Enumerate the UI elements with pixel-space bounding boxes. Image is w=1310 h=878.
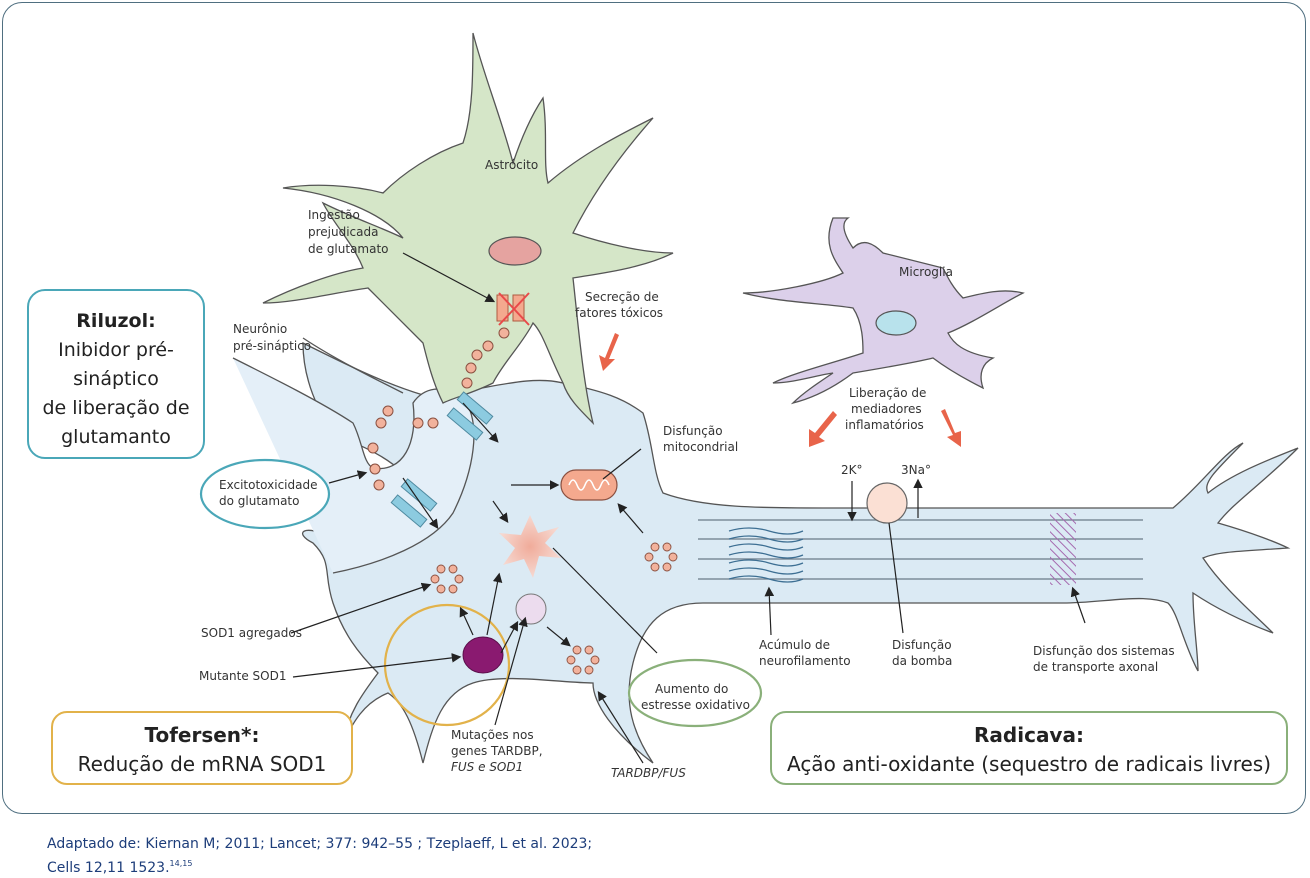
astrocyte: [262, 32, 674, 426]
pointer-arrows: [290, 252, 1086, 764]
gene-mutations-label-1: Mutações nos: [451, 728, 534, 742]
pump-dysfunction-label-1: Disfunção: [892, 638, 952, 652]
therapy-box-radicava: Radicava: Ação anti-oxidante (sequestro …: [770, 711, 1288, 785]
tofersen-target-ring: [383, 603, 511, 727]
microglia-nucleus: [875, 310, 917, 336]
protein-vesicle: [515, 593, 547, 625]
mutant-sod1-label: Mutante SOD1: [199, 669, 286, 683]
leader-lines: [552, 448, 904, 654]
sod1-aggregates-label: SOD1 agregados: [201, 626, 302, 640]
als-pathophysiology-diagram: Astrócito Microglia Neurônio pré-sinápti…: [199, 32, 1299, 780]
therapy-box-riluzol: Riluzol: Inibidor pré- sináptico de libe…: [27, 289, 205, 459]
tardbp-fus-label: TARDBP/FUS: [611, 766, 686, 780]
gene-mutations-label-2: genes TARDBP,: [451, 744, 543, 758]
presynaptic-label-1: Neurônio: [233, 322, 287, 336]
axonal-transport-label-2: de transporte axonal: [1033, 660, 1158, 674]
pump-dysfunction-label-2: da bomba: [892, 654, 952, 668]
riluzol-title: Riluzol:: [76, 310, 156, 332]
astrocyte-label: Astrócito: [485, 158, 538, 172]
secretion-arrow-icon: [599, 333, 619, 371]
impaired-uptake-label-3: de glutamato: [308, 242, 389, 256]
sod1-aggregate-clusters: [430, 542, 678, 675]
inflammatory-arrow-right-icon: [941, 409, 961, 447]
neurofilament-label-2: neurofilamento: [759, 654, 851, 668]
citation-line-2: Cells 12,11 1523.: [47, 860, 170, 876]
toxic-secretion-label-1: Secreção de: [585, 290, 659, 304]
microglia: [742, 217, 1025, 405]
glutamate-vesicles: [367, 327, 510, 491]
gene-mutations-label-3: FUS e SOD1: [451, 760, 523, 774]
inflammatory-arrow-left-icon: [809, 411, 837, 447]
toxic-secretion-label-2: fatores tóxicos: [575, 306, 663, 320]
citation-line-1: Adaptado de: Kiernan M; 2011; Lancet; 37…: [47, 836, 593, 852]
postsynaptic-neuron: [301, 341, 1299, 764]
therapy-box-tofersen: Tofersen*: Redução de mRNA SOD1: [51, 711, 353, 785]
oxidative-stress-star-icon: [499, 515, 561, 578]
tofersen-line-1: Redução de mRNA SOD1: [77, 752, 327, 776]
astrocyte-nucleus: [488, 236, 542, 266]
axonal-transport-label-1: Disfunção dos sistemas: [1033, 644, 1175, 658]
oxidative-stress-label-2: estresse oxidativo: [641, 698, 750, 712]
impaired-uptake-label-2: prejudicada: [308, 225, 378, 239]
neurofilament-tangle: [728, 527, 804, 583]
radicava-line-1: Ação anti-oxidante (sequestro de radicai…: [786, 752, 1271, 776]
axonal-transport-block: [1050, 513, 1076, 585]
sodium-label: 3Na°: [901, 463, 931, 477]
citation-footer: Adaptado de: Kiernan M; 2011; Lancet; 37…: [47, 835, 592, 878]
riluzol-line-2: sináptico: [73, 368, 159, 390]
citation-refs: 14,15: [169, 859, 193, 868]
red-arrows: [599, 333, 961, 447]
excitotoxicity-label-2: do glutamato: [219, 494, 299, 508]
inflammatory-label-3: inflamatórios: [845, 418, 924, 432]
neurofilament-label-1: Acúmulo de: [759, 638, 830, 652]
microglia-label: Microglia: [899, 265, 953, 279]
mitochondrion: [560, 469, 618, 501]
tofersen-title: Tofersen*:: [144, 723, 260, 747]
riluzol-line-3: de liberação de: [42, 397, 190, 419]
presynaptic-label-2: pré-sináptico: [233, 339, 311, 353]
riluzol-line-1: Inibidor pré-: [58, 339, 174, 361]
figure-frame: Astrócito Microglia Neurônio pré-sinápti…: [2, 2, 1306, 814]
mito-dysfunction-label-2: mitocondrial: [663, 440, 738, 454]
excitotoxicity-callout: [199, 458, 331, 530]
glutamate-receptors: [390, 391, 494, 528]
inflammatory-label-2: mediadores: [851, 402, 922, 416]
mutant-sod1-nucleus: [462, 636, 504, 674]
potassium-label: 2K°: [841, 463, 863, 477]
impaired-uptake-label-1: Ingestão: [308, 208, 360, 222]
oxidative-stress-callout: [627, 658, 763, 728]
inflammatory-label-1: Liberação de: [849, 386, 926, 400]
oxidative-stress-label-1: Aumento do: [655, 682, 728, 696]
mito-dysfunction-label-1: Disfunção: [663, 424, 723, 438]
radicava-title: Radicava:: [974, 723, 1084, 747]
sodium-potassium-pump: [866, 482, 908, 524]
riluzol-line-4: glutamanto: [61, 426, 171, 448]
excitotoxicity-label-1: Excitotoxicidade: [219, 478, 317, 492]
